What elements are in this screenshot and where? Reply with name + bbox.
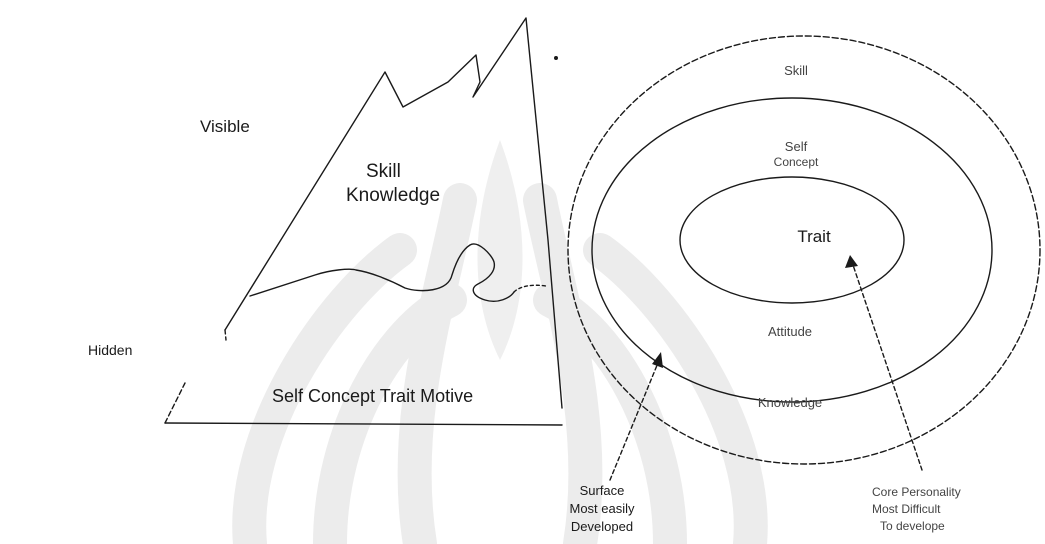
iceberg-base-left: [165, 383, 185, 423]
visible-label: Visible: [200, 118, 250, 136]
hidden-label: Hidden: [88, 343, 132, 358]
iceberg-bottom-text: Self Concept Trait Motive: [272, 387, 473, 406]
iceberg-left-edge: [225, 330, 226, 340]
ring-concept-label: Concept: [774, 156, 819, 169]
ring-attitude-label: Attitude: [768, 325, 812, 339]
ring-knowledge-label: Knowledge: [758, 396, 822, 410]
iceberg-knowledge-label: Knowledge: [346, 186, 440, 206]
core-arrow: [852, 262, 922, 470]
surface-annotation-line3: Developed: [571, 520, 633, 534]
iceberg-base: [165, 423, 562, 425]
core-annotation-line1: Core Personality: [872, 486, 961, 499]
ring-self-label: Self: [785, 140, 807, 154]
core-annotation-line3: To develope: [880, 520, 945, 533]
core-ring: [680, 177, 904, 303]
surface-annotation-line2: Most easily: [569, 502, 634, 516]
surface-arrow: [610, 358, 660, 480]
core-annotation-line2: Most Difficult: [872, 503, 940, 516]
iceberg-skill-label: Skill: [366, 162, 401, 182]
surface-annotation-line1: Surface: [580, 484, 625, 498]
ring-skill-label: Skill: [784, 64, 808, 78]
water-line: [250, 244, 514, 301]
iceberg-peak-outline: [225, 18, 562, 408]
ring-trait-label: Trait: [797, 228, 830, 246]
